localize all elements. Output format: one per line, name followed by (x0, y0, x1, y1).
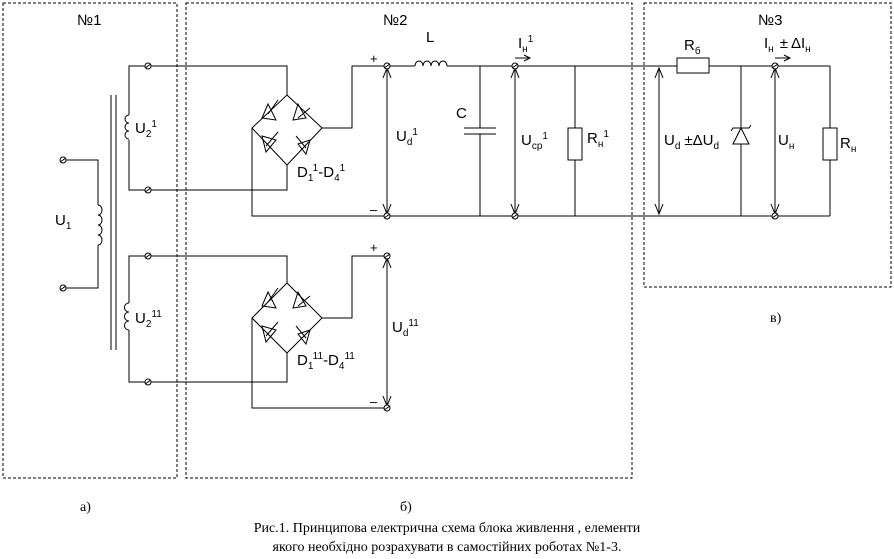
inductor (414, 60, 448, 67)
transformer (63, 65, 148, 383)
caption-b: б) (400, 500, 412, 515)
label-d-double: D111-D411 (297, 351, 355, 372)
caption-a: а) (80, 500, 91, 515)
plus-1: + (370, 51, 378, 66)
label-un: Uн (778, 132, 794, 152)
resistor-rn (822, 66, 838, 216)
label-ud-delta: Ud±ΔUd (664, 132, 719, 152)
label-ud1: Ud1 (396, 127, 418, 148)
minus-2: – (370, 394, 378, 409)
label-rb: Rб (684, 37, 701, 57)
label-in1: Iн1 (518, 34, 534, 55)
block-1-frame (2, 2, 178, 479)
zener-diode (730, 66, 752, 216)
caption-v: в) (770, 311, 782, 326)
label-d-prime: D11-D41 (297, 163, 346, 184)
terminals (59, 62, 779, 412)
label-u1: U1 (55, 212, 72, 232)
block-1-label: №1 (77, 12, 101, 29)
block-3-label: №3 (758, 12, 782, 29)
capacitor (464, 66, 496, 216)
label-inductor: L (426, 29, 434, 46)
block-2-frame (185, 2, 633, 479)
bridge-rectifier-1 (148, 65, 387, 217)
label-rn: Rн (840, 135, 856, 155)
resistor-rb (676, 57, 710, 74)
label-u2-prime: U21 (135, 119, 157, 140)
label-ud11: Ud11 (392, 318, 419, 339)
plus-2: + (370, 240, 378, 255)
minus-1: – (370, 202, 378, 217)
figure-caption-line-1: Рис.1. Принципова електрична схема блока… (254, 521, 641, 536)
label-in-delta: Iн±ΔIн (764, 35, 811, 55)
label-capacitor: C (456, 105, 467, 122)
label-rn1: Rн1 (587, 129, 609, 150)
bridge-rectifier-2 (148, 255, 387, 409)
block-2-label: №2 (383, 12, 407, 29)
block-3-frame (643, 2, 892, 288)
label-u2-double: U211 (135, 309, 162, 330)
label-ucp: Uср1 (521, 131, 548, 152)
figure-caption-line-2: якого необхідно розрахувати в самостійни… (273, 540, 622, 555)
resistor-rn1 (567, 66, 583, 216)
